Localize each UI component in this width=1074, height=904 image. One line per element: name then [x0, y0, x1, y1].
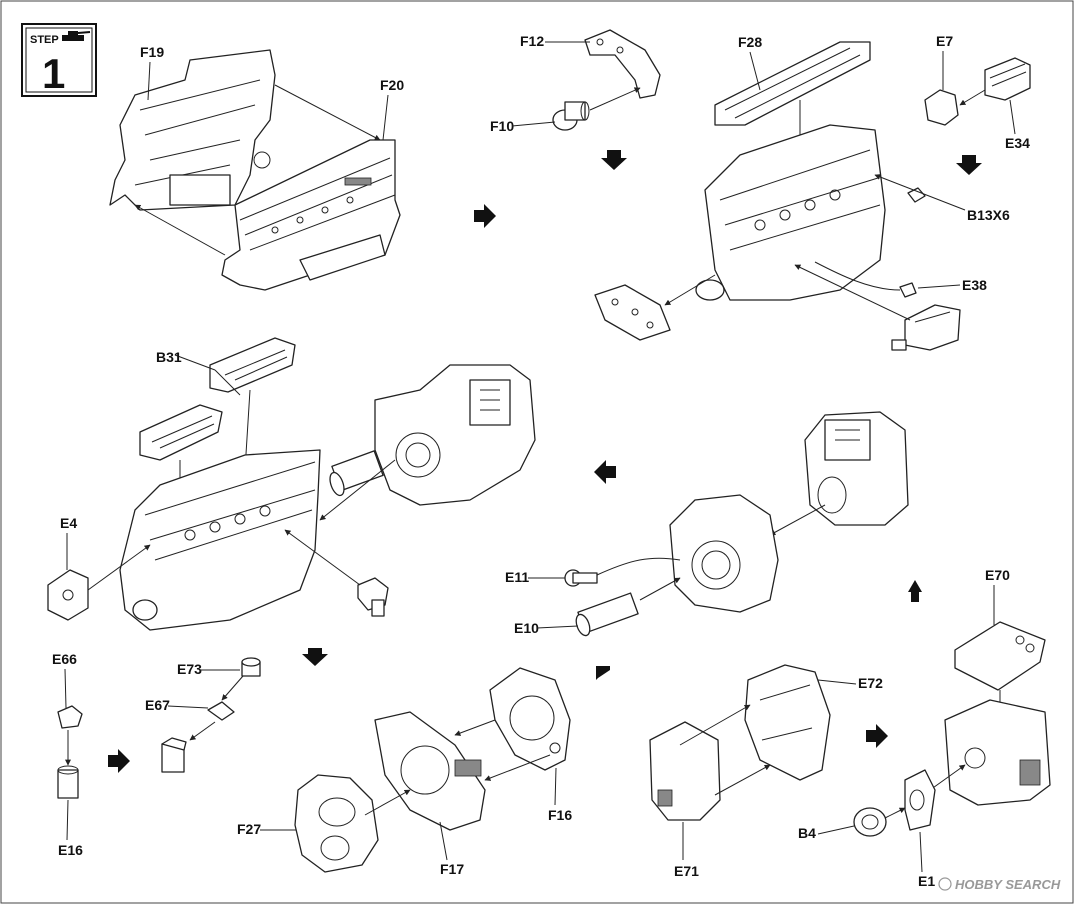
part-e11-sender	[564, 569, 598, 587]
label-e67: E67	[145, 697, 170, 713]
part-b31-cover-b	[139, 404, 223, 461]
label-e10: E10	[514, 620, 539, 636]
label-e71: E71	[674, 863, 699, 879]
label-e4: E4	[60, 515, 77, 531]
label-e7: E7	[936, 33, 953, 49]
hobbysearch-watermark: HOBBY SEARCH	[938, 877, 1061, 892]
label-f28: F28	[738, 34, 762, 50]
label-f20: F20	[380, 77, 404, 93]
part-engine-block-2	[119, 449, 321, 631]
label-f16: F16	[548, 807, 572, 823]
flow-arrow-left-1	[594, 460, 616, 484]
part-f12-bracket	[584, 29, 661, 99]
label-e34: E34	[1005, 135, 1030, 151]
flow-arrow-up	[908, 580, 922, 602]
step-number: 1	[42, 50, 65, 97]
part-b31-cover-a	[209, 337, 296, 393]
part-bellhousing-assembly-1	[374, 364, 536, 506]
label-e70: E70	[985, 567, 1010, 583]
label-e66: E66	[52, 651, 77, 667]
part-e4-housing	[47, 569, 89, 621]
part-bellhousing-2	[669, 494, 779, 613]
part-e10-cylinder	[575, 592, 639, 637]
part-injector-pump	[891, 304, 961, 351]
part-f17-casing	[374, 711, 486, 831]
flow-arrow-down-1	[601, 150, 627, 170]
label-f17: F17	[440, 861, 464, 877]
part-e70-top	[954, 621, 1046, 691]
part-e71-housing	[649, 721, 721, 821]
label-e38: E38	[962, 277, 987, 293]
part-sensor-small	[357, 577, 389, 617]
part-f28-rail	[714, 41, 871, 126]
label-f10: F10	[490, 118, 514, 134]
flow-arrow-up-left	[596, 666, 610, 680]
part-gearbox-final	[944, 699, 1051, 806]
label-b31: B31	[156, 349, 182, 365]
step-word: STEP	[30, 34, 59, 46]
label-e1: E1	[918, 873, 935, 889]
flow-arrow-right-3	[866, 724, 888, 748]
part-f10-plug	[552, 101, 590, 131]
flow-arrow-down-3	[302, 648, 328, 666]
label-f12: F12	[520, 33, 544, 49]
part-side-cover-1	[594, 284, 671, 341]
label-e11: E11	[505, 569, 529, 585]
part-f16-plate	[489, 667, 571, 771]
part-b4-hub	[853, 807, 887, 837]
label-e16: E16	[58, 842, 83, 858]
part-transmission-box	[804, 411, 909, 526]
flow-arrow-right-2	[108, 749, 130, 773]
part-e72-housing	[744, 664, 831, 781]
part-e73-cap	[241, 657, 261, 677]
flow-arrow-right-1	[474, 204, 496, 228]
label-b4: B4	[798, 825, 816, 841]
label-f27: F27	[237, 821, 261, 837]
part-e66-cap	[57, 705, 83, 729]
tank-icon	[62, 31, 91, 41]
label-e72: E72	[858, 675, 883, 691]
part-e34-pump	[984, 57, 1031, 101]
step-badge: STEP 1	[21, 23, 97, 97]
part-f27-cover	[294, 774, 379, 873]
part-e38-fitting	[899, 282, 917, 298]
label-f19: F19	[140, 44, 164, 60]
flow-arrow-down-2	[956, 155, 982, 175]
part-filter-assembly	[161, 737, 187, 773]
part-f19-block-half	[109, 49, 276, 211]
label-e73: E73	[177, 661, 202, 677]
part-f20-block-half	[221, 139, 401, 291]
part-e16-cup	[57, 765, 79, 799]
part-e1-flange	[904, 769, 936, 831]
part-assembled-block-1	[695, 124, 886, 301]
part-e67-bracket	[207, 701, 235, 721]
label-b13x6: B13X6	[967, 207, 1010, 223]
part-b13-bolt	[907, 187, 926, 203]
svg-text:HOBBY SEARCH: HOBBY SEARCH	[955, 877, 1061, 892]
part-starter-motor	[329, 450, 384, 497]
part-e7-cap	[924, 89, 959, 126]
